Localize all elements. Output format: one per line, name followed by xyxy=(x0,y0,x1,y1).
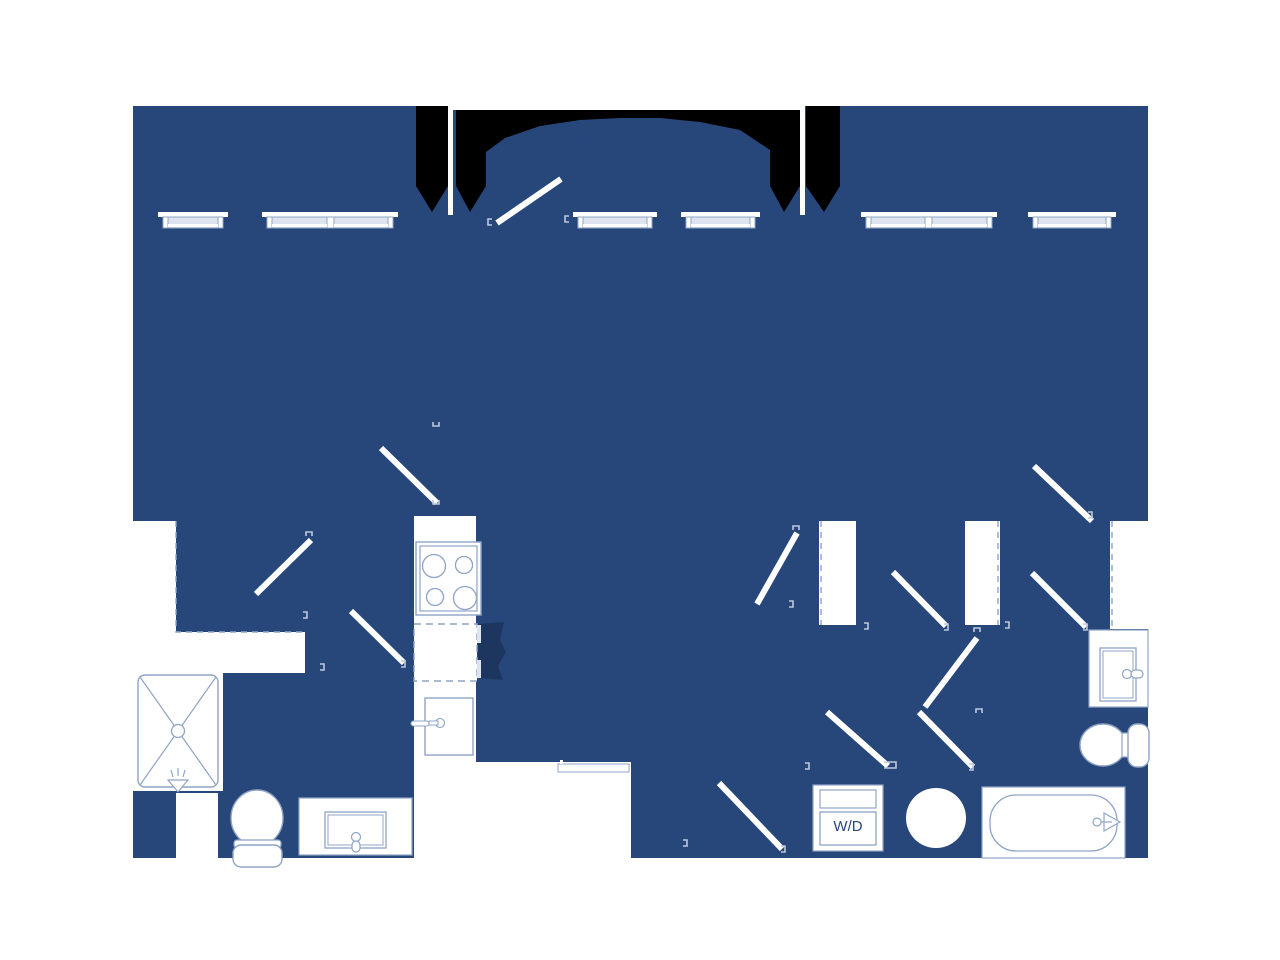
door-bedroom-right xyxy=(1029,570,1089,630)
door-balcony xyxy=(495,176,563,226)
jamb-bed-r xyxy=(1083,623,1088,631)
tub-faucet-icon xyxy=(1092,811,1122,833)
jamb-closet-l xyxy=(305,531,313,536)
bathroom-right-fixtures xyxy=(981,629,1150,859)
jamb-bed-l-a xyxy=(792,525,800,530)
washer-dryer-label: W/D xyxy=(833,818,862,835)
door-group xyxy=(253,176,1095,852)
refrigerator xyxy=(556,760,631,858)
jamb-hall-a xyxy=(975,708,983,713)
toilet-left xyxy=(230,789,284,868)
jamb-entry-a xyxy=(683,839,688,847)
jamb-part-3 xyxy=(1005,621,1010,629)
window-3 xyxy=(573,212,657,229)
sink-drain-icon xyxy=(350,831,362,843)
wall-partition-3 xyxy=(1110,521,1148,629)
jamb-kitchen-a xyxy=(432,422,440,427)
jamb-laundry xyxy=(805,762,810,770)
dishwasher xyxy=(413,623,478,682)
wall-closet-left xyxy=(133,521,305,673)
window-5 xyxy=(861,212,997,229)
laundry-group: W/D xyxy=(812,784,966,852)
vanity-left xyxy=(298,797,413,856)
range-cooktop xyxy=(415,541,482,616)
burner-3 xyxy=(425,587,445,607)
door-bath-left xyxy=(348,608,407,666)
bathtub xyxy=(981,786,1126,859)
jamb-bed-l-b xyxy=(789,600,794,608)
burner-2 xyxy=(454,555,474,575)
jamb-laundry-2 xyxy=(884,761,897,769)
bathroom-left-fixtures xyxy=(133,671,413,868)
kitchen-sink xyxy=(410,697,474,756)
burner-4 xyxy=(452,585,478,611)
wall-stub-left xyxy=(176,793,218,858)
jamb-mid-2 xyxy=(973,627,981,632)
jamb-balcony xyxy=(487,218,492,226)
door-closet-right xyxy=(1031,463,1095,524)
jamb-part-2 xyxy=(944,623,949,631)
jamb-hall-b xyxy=(969,763,974,771)
sink-drain-icon-right xyxy=(1121,668,1133,680)
shower-drain-icon xyxy=(170,723,186,739)
jamb-bath-l-a xyxy=(303,611,308,619)
jamb-entry-b xyxy=(781,845,786,853)
round-table xyxy=(906,788,966,848)
jamb-kitchen-b xyxy=(432,500,440,505)
window-2 xyxy=(262,212,398,229)
burner-1 xyxy=(421,553,447,579)
window-1 xyxy=(158,212,228,229)
shower-head-icon xyxy=(166,768,190,793)
jamb-window-3 xyxy=(564,215,569,223)
jamb-closet-fl xyxy=(320,663,325,671)
shower-stall xyxy=(133,671,223,793)
door-entry-kitchen xyxy=(378,445,440,506)
faucet-icon xyxy=(410,717,446,729)
toilet-right xyxy=(1079,723,1150,768)
door-bedroom-left xyxy=(754,531,800,606)
balcony-void xyxy=(416,106,840,215)
jamb-closet-r xyxy=(1088,511,1093,519)
window-4 xyxy=(681,212,760,229)
floor-field xyxy=(133,106,1148,858)
door-hall xyxy=(916,709,976,770)
window-group xyxy=(158,212,1116,229)
jamb-bath-l-b xyxy=(401,660,406,668)
wall-partition-2 xyxy=(965,521,1000,625)
jamb-part-1 xyxy=(864,622,869,630)
door-entry-main xyxy=(716,780,785,852)
door-laundry xyxy=(825,709,890,769)
wall-shadow-nook xyxy=(477,622,506,680)
vanity-right xyxy=(1088,629,1149,708)
door-closet-mid xyxy=(890,569,949,629)
washer-dryer: W/D xyxy=(812,784,884,852)
door-closet-mid-2 xyxy=(922,636,980,709)
window-6 xyxy=(1028,212,1116,229)
kitchen-fixtures xyxy=(410,541,506,756)
door-jamb-group xyxy=(303,215,1093,853)
wall-partition-1 xyxy=(819,521,856,625)
door-closet-left xyxy=(253,537,314,597)
